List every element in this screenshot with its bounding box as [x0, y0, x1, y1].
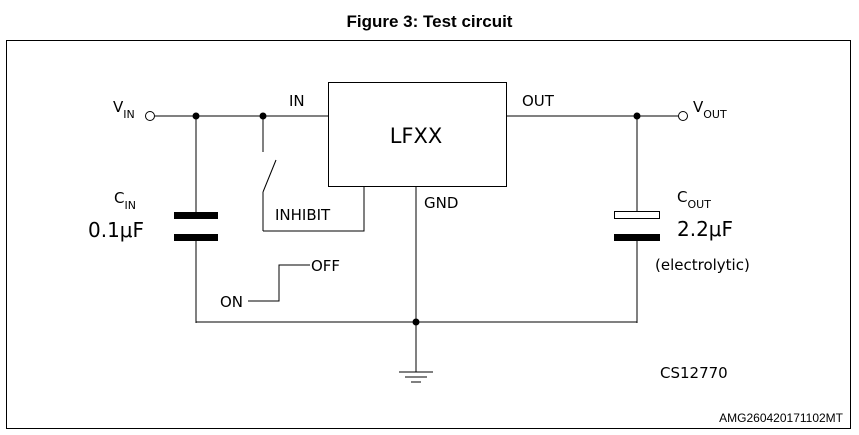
chip-label: LFXX	[390, 124, 443, 148]
on-off-step	[248, 264, 310, 302]
vin-terminal	[145, 111, 155, 121]
inhibit-wire	[263, 186, 365, 232]
switch-on-label: ON	[220, 293, 243, 311]
cout-value: 2.2μF	[677, 217, 733, 241]
figure-watermark: AMG260420171102MT	[719, 411, 844, 425]
cin-plate-top	[174, 212, 218, 219]
figure-title: Figure 3: Test circuit	[346, 12, 513, 31]
vout-label: VOUT	[693, 98, 727, 121]
cin-plate-bottom	[174, 234, 218, 241]
regulator-chip	[328, 82, 507, 187]
pin-inhibit-label: INHIBIT	[275, 206, 331, 224]
vout-terminal	[678, 111, 688, 121]
cout-plate-positive	[614, 211, 660, 219]
drawing-code: CS12770	[660, 364, 728, 382]
cin-value: 0.1μF	[88, 218, 144, 242]
cout-plate-negative	[614, 234, 660, 241]
switch-off-label: OFF	[311, 257, 340, 275]
cout-label: COUT	[677, 188, 711, 211]
figure-frame	[6, 40, 851, 429]
cout-note: (electrolytic)	[655, 256, 750, 274]
switch-blade	[262, 159, 277, 193]
vin-label: VIN	[113, 98, 135, 121]
cin-label: CIN	[114, 189, 136, 212]
pin-in-label: IN	[289, 92, 305, 110]
pin-out-label: OUT	[522, 92, 555, 110]
pin-gnd-label: GND	[424, 194, 458, 212]
